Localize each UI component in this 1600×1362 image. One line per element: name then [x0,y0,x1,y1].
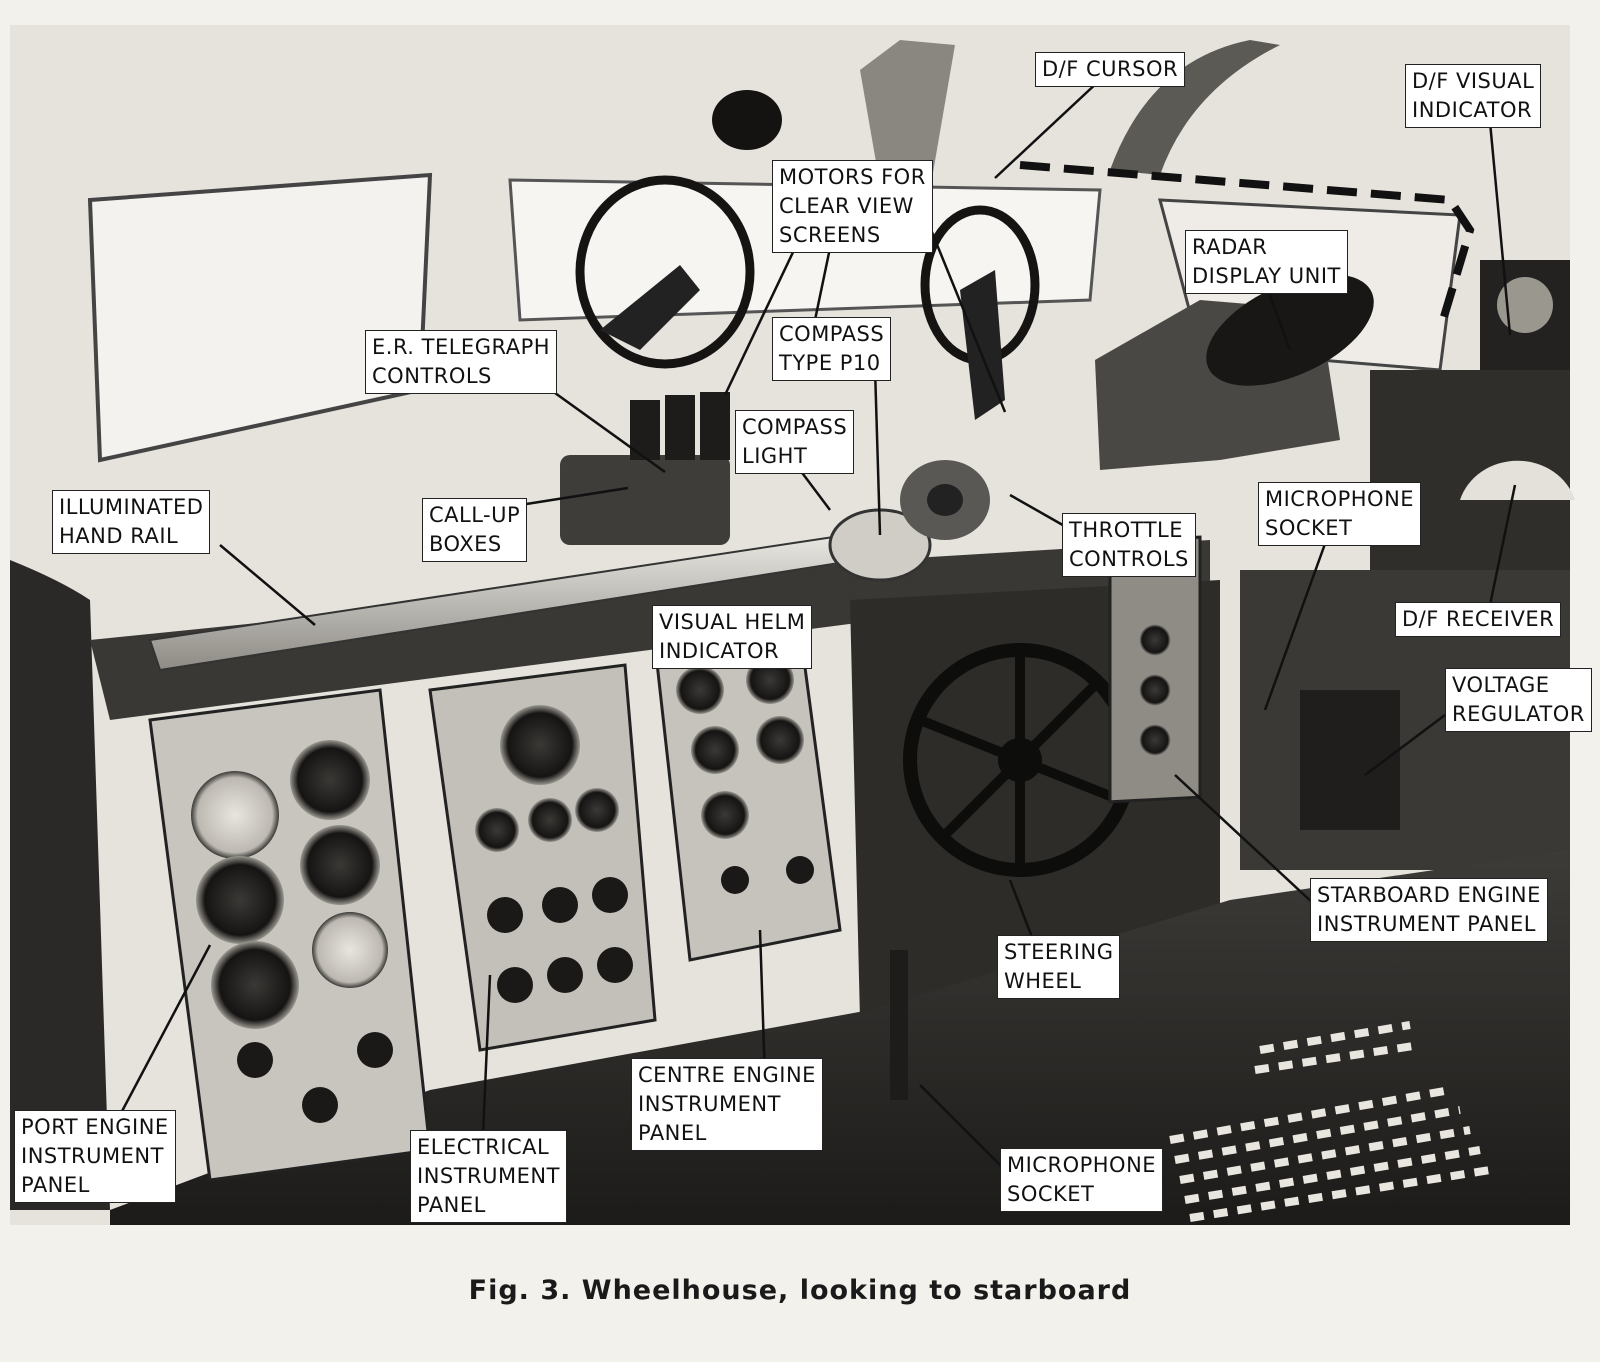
elec-gauge-main [500,705,580,785]
label-visual-helm-indicator: VISUAL HELM INDICATOR [652,605,813,669]
leader-df-visual-indicator [1488,121,1512,336]
label-df-visual-indicator: D/F VISUAL INDICATOR [1405,64,1542,128]
port-gauge-3 [196,856,284,944]
df-dial [1460,460,1575,500]
leader-centre-panel [758,929,767,1081]
label-radar-display-unit: RADAR DISPLAY UNIT [1185,230,1348,294]
radar-hood [1206,274,1374,386]
clear-view-screen-left [575,175,755,369]
telegraph-unit-3 [700,392,730,460]
port-gauge-5 [211,941,299,1029]
label-er-telegraph-controls: E.R. TELEGRAPH CONTROLS [365,330,558,394]
df-cursor-dashed-line [1019,161,1475,332]
leader-motors-mid [813,247,832,321]
port-switch-3 [302,1087,338,1123]
leader-motors-right [923,214,1007,413]
elec-switch-2 [542,887,578,923]
elec-gauge-2 [528,798,572,842]
leader-microphone-upper [1263,529,1332,711]
label-throttle-controls: THROTTLE CONTROLS [1062,513,1196,577]
steering-spoke-3 [936,676,1104,844]
port-switch-2 [357,1032,393,1068]
leader-compass [873,367,882,536]
leader-voltage-regulator [1364,714,1446,776]
centre-gauge-5 [701,791,749,839]
label-electrical-instrument-panel: ELECTRICAL INSTRUMENT PANEL [410,1130,567,1223]
figure-caption: Fig. 3. Wheelhouse, looking to starboard [468,1275,1132,1306]
label-df-cursor: D/F CURSOR [1035,52,1186,87]
label-compass-type-p10: COMPASS TYPE P10 [772,317,892,381]
telegraph-unit-2 [665,395,695,460]
port-switch-1 [237,1042,273,1078]
leader-steering-wheel [1008,879,1037,946]
elec-gauge-1 [475,808,519,852]
wiper-arm-left [600,265,700,350]
centre-switch-2 [786,856,814,884]
deck-grating [1169,1021,1491,1222]
label-steering-wheel: STEERING WHEEL [997,935,1121,999]
elec-switch-5 [547,957,583,993]
leader-motors-left [723,247,797,396]
leader-starboard-panel [1174,774,1316,906]
leader-call-up-boxes [519,486,629,507]
port-gauge-4 [300,825,380,905]
stbd-gauge-1 [1139,624,1171,656]
label-port-engine-panel: PORT ENGINE INSTRUMENT PANEL [14,1110,176,1203]
microphone-socket-stand [890,950,908,1100]
elec-switch-4 [497,967,533,1003]
leader-port-panel [118,944,212,1116]
label-motors-clear-view-screens: MOTORS FOR CLEAR VIEW SCREENS [772,160,933,253]
leader-electrical-panel [481,974,492,1136]
leader-df-cursor [994,79,1101,179]
leader-df-receiver [1488,484,1517,606]
console-top [90,540,1210,720]
label-illuminated-hand-rail: ILLUMINATED HAND RAIL [52,490,211,554]
leader-microphone-lower [919,1084,1006,1171]
elec-gauge-3 [575,788,619,832]
centre-gauge-4 [756,716,804,764]
leader-compass-light [799,469,831,511]
label-call-up-boxes: CALL-UP BOXES [422,498,528,562]
stbd-gauge-2 [1139,674,1171,706]
label-df-receiver: D/F RECEIVER [1395,602,1562,637]
label-microphone-socket-upper: MICROPHONE SOCKET [1258,482,1422,546]
port-gauge-1 [191,771,279,859]
port-gauge-2 [290,740,370,820]
port-gauge-6 [312,912,388,988]
label-compass-light: COMPASS LIGHT [735,410,855,474]
df-visual-indicator-dial [1497,277,1553,333]
label-starboard-engine-panel: STARBOARD ENGINE INSTRUMENT PANEL [1310,878,1548,942]
leader-throttle [1009,493,1069,530]
roof-arch [1110,40,1280,175]
telegraph-box [560,455,730,545]
electrical-panel [428,663,657,1052]
stbd-gauge-3 [1139,724,1171,756]
centre-gauge-3 [691,726,739,774]
label-microphone-socket-lower: MICROPHONE SOCKET [1000,1148,1164,1212]
label-voltage-regulator: VOLTAGE REGULATOR [1445,668,1592,732]
roof-pillar [860,40,955,190]
elec-switch-3 [592,877,628,913]
leader-hand-rail [219,544,316,626]
leader-lines [118,79,1517,1171]
port-bulkhead [10,560,110,1210]
elec-switch-1 [487,897,523,933]
centre-switch-1 [721,866,749,894]
elec-switch-6 [597,947,633,983]
label-centre-engine-panel: CENTRE ENGINE INSTRUMENT PANEL [631,1058,823,1151]
horn-knob [712,90,782,150]
throttle-hub [927,484,963,516]
centre-gauge-1 [676,666,724,714]
